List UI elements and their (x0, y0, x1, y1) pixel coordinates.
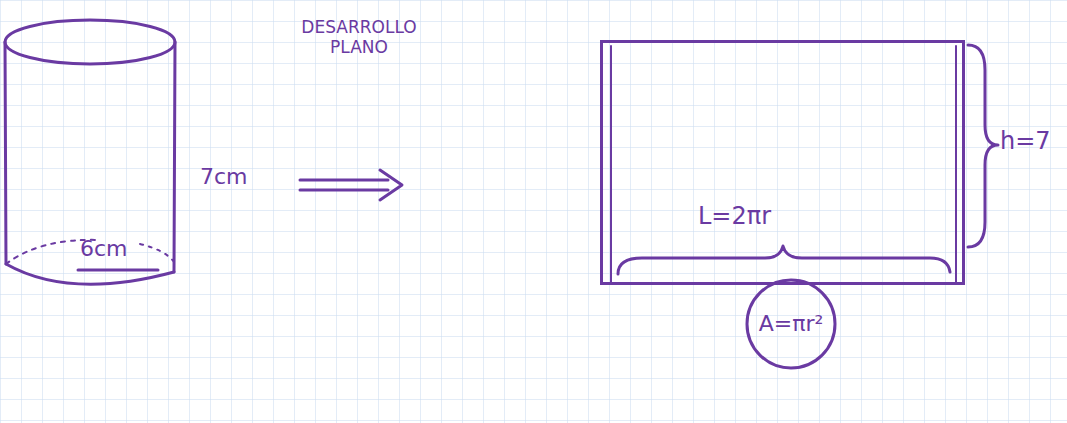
cylinder-base-back (140, 244, 174, 262)
circle-outline (747, 280, 835, 368)
cylinder-base-front (6, 264, 174, 284)
height-dimension: h=7 (1000, 128, 1051, 156)
arrow-head (380, 170, 402, 200)
cylinder-side (174, 42, 175, 272)
formula: L=2πr (698, 203, 771, 231)
cylinder-top (5, 20, 175, 64)
development-note: DESARROLLO PLANO (284, 18, 434, 57)
arrow-line (300, 189, 388, 192)
height-dimension: 7cm (200, 164, 248, 189)
radius-dimension: 6cm (80, 236, 128, 261)
base-circle: A=πr² (745, 278, 837, 370)
height-brace (968, 45, 998, 247)
rectangle-inner-line (955, 46, 957, 282)
development-rectangle: L=2πr (600, 40, 965, 285)
radius-line (78, 269, 158, 272)
rectangle-inner-line (610, 46, 612, 282)
cylinder-side (5, 42, 6, 264)
formula: A=πr² (759, 311, 824, 336)
length-brace (618, 246, 950, 274)
arrow-line (300, 179, 388, 182)
